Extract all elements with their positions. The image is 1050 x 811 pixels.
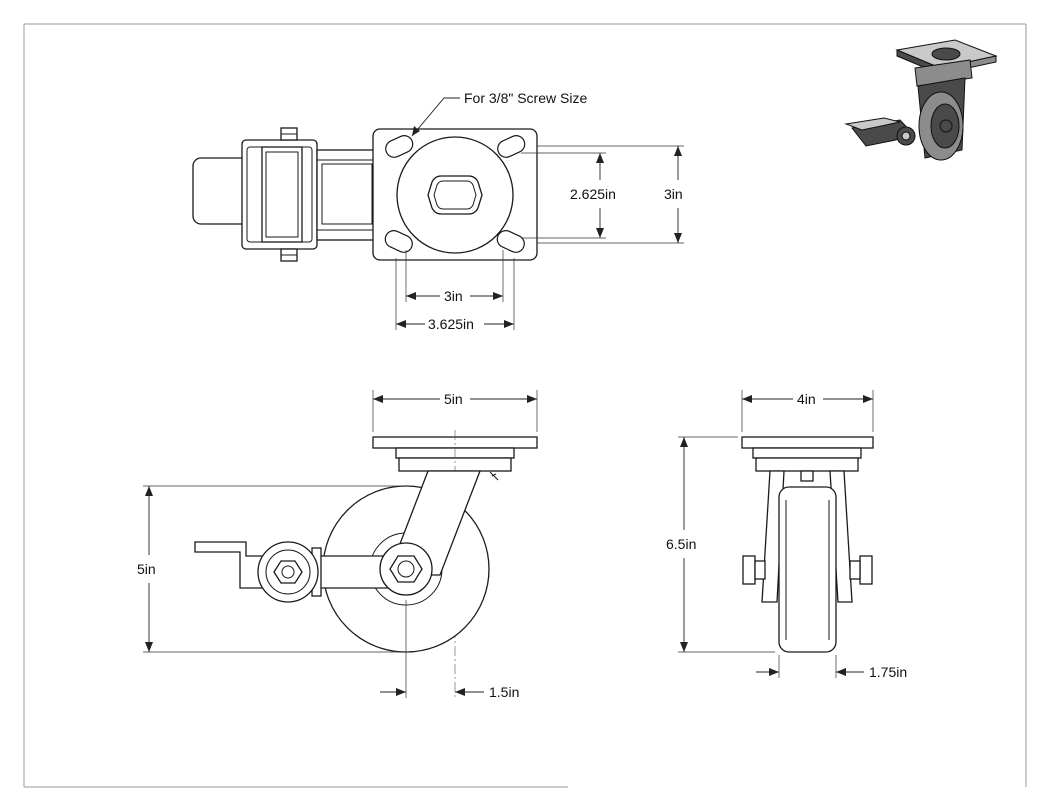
- dim-plate-height: 3in: [664, 186, 683, 202]
- dim-plate-width-top: 3.625in: [428, 316, 474, 332]
- wheel-front: [778, 486, 837, 653]
- top-view: For 3/8" Screw Size 2.625in 3in 3in 3.62…: [192, 90, 684, 332]
- dim-overall-height: 6.5in: [666, 536, 696, 552]
- dim-wheel-width: 1.75in: [869, 664, 907, 680]
- isometric-caster-image: [844, 39, 998, 161]
- kingpin-hex: [427, 175, 483, 215]
- front-view: 4in 6.5in 1.75in: [666, 390, 907, 680]
- screw-size-note: For 3/8" Screw Size: [464, 90, 587, 106]
- brake-nut: [273, 560, 303, 584]
- mounting-plate-front: [741, 436, 874, 449]
- dim-hole-spacing-horizontal: 3in: [444, 288, 463, 304]
- dim-swivel-offset: 1.5in: [489, 684, 519, 700]
- dim-hole-spacing-vertical: 2.625in: [570, 186, 616, 202]
- side-view: 5in 5in 1.5in: [137, 390, 538, 700]
- slot-holes: [384, 135, 526, 253]
- drawing-frame: [23, 23, 1027, 788]
- dim-plate-width-side: 5in: [444, 391, 463, 407]
- axle-nut: [389, 555, 423, 583]
- dim-plate-width-front: 4in: [797, 391, 816, 407]
- dim-wheel-diameter: 5in: [137, 561, 156, 577]
